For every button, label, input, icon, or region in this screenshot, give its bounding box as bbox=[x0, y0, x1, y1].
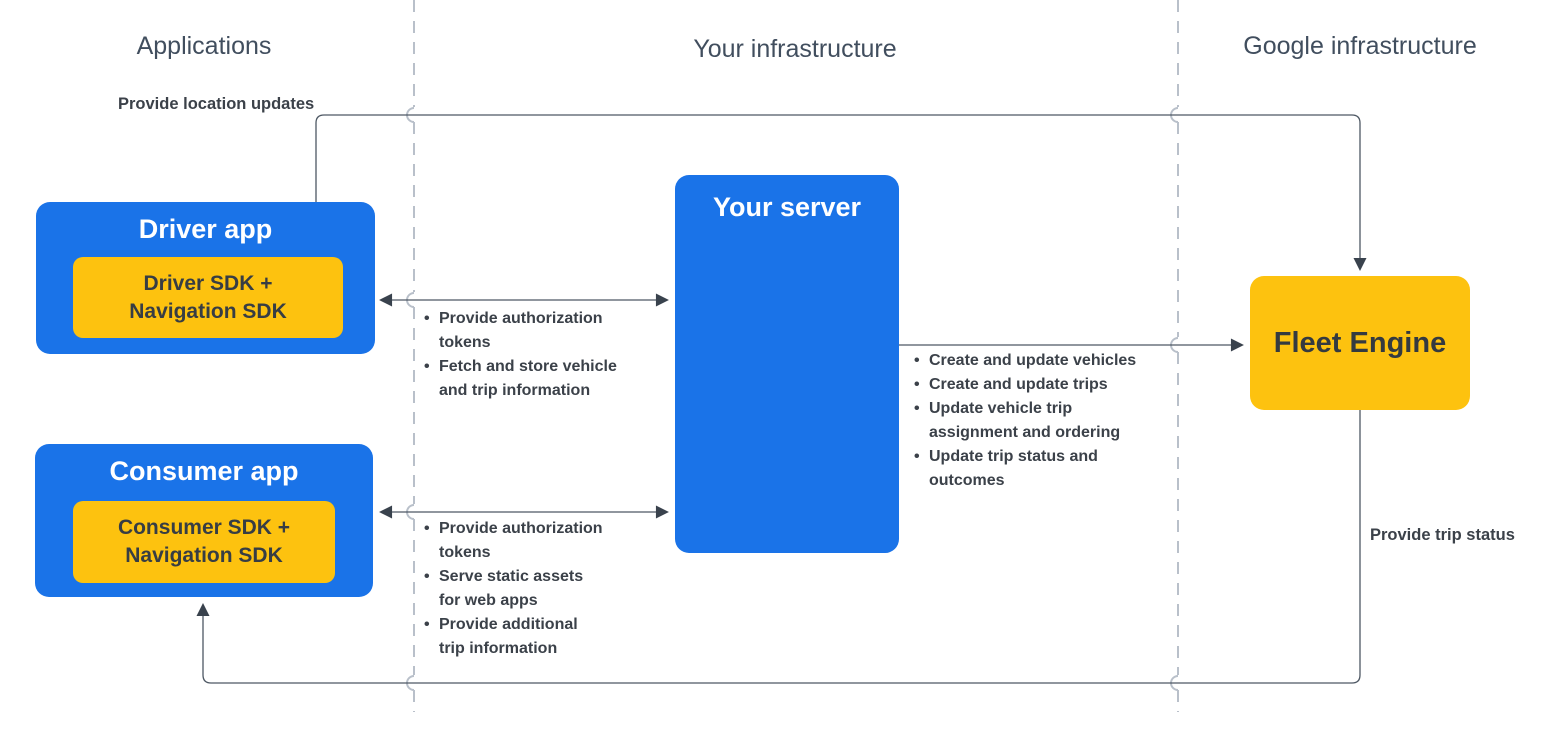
node-your-server: Your server bbox=[675, 175, 899, 553]
consumer-sdk-box: Consumer SDK + Navigation SDK bbox=[73, 501, 335, 583]
your-server-title: Your server bbox=[712, 192, 862, 222]
node-driver-app: Driver app Driver SDK + Navigation SDK bbox=[36, 202, 375, 354]
column-heading-applications: Applications bbox=[136, 32, 272, 60]
bullet-dot-icon: • bbox=[424, 568, 430, 585]
node-consumer-app: Consumer app Consumer SDK + Navigation S… bbox=[35, 444, 373, 597]
consumer-app-title: Consumer app bbox=[109, 456, 299, 486]
label-provide-location-updates: Provide location updates bbox=[118, 95, 315, 113]
bullet-dot-icon: • bbox=[424, 616, 430, 633]
driver-sdk-box: Driver SDK + Navigation SDK bbox=[73, 257, 343, 338]
bullet-list-server-to-fleet: • Create and update vehicles • Create and u… bbox=[914, 349, 1174, 493]
bullet-dot-icon: • bbox=[914, 400, 920, 417]
bullet-dot-icon: • bbox=[424, 520, 430, 537]
edge-driver-to-fleet-engine bbox=[315, 114, 1367, 271]
bullet-text: Create and update trips bbox=[929, 376, 1108, 393]
fleet-engine-title: Fleet Engine bbox=[1273, 326, 1447, 359]
bullet-dot-icon: • bbox=[914, 448, 920, 465]
bullet-text: Create and update vehicles bbox=[929, 352, 1137, 369]
column-heading-your-infrastructure: Your infrastructure bbox=[693, 35, 897, 63]
bullet-dot-icon: • bbox=[424, 358, 430, 375]
bullet-dot-icon: • bbox=[914, 376, 920, 393]
bullet-item: • Create and update vehicles bbox=[914, 349, 1174, 373]
driver-app-title: Driver app bbox=[138, 214, 273, 244]
node-fleet-engine: Fleet Engine bbox=[1250, 276, 1470, 410]
column-divider-left bbox=[406, 0, 415, 712]
bullet-dot-icon: • bbox=[424, 310, 430, 327]
label-provide-trip-status: Provide trip status bbox=[1370, 526, 1515, 544]
bullet-dot-icon: • bbox=[914, 352, 920, 369]
bullet-item: • Create and update trips bbox=[914, 373, 1174, 397]
column-heading-google-infrastructure: Google infrastructure bbox=[1243, 32, 1477, 60]
edge-fleet-engine-to-consumer bbox=[196, 410, 1361, 684]
